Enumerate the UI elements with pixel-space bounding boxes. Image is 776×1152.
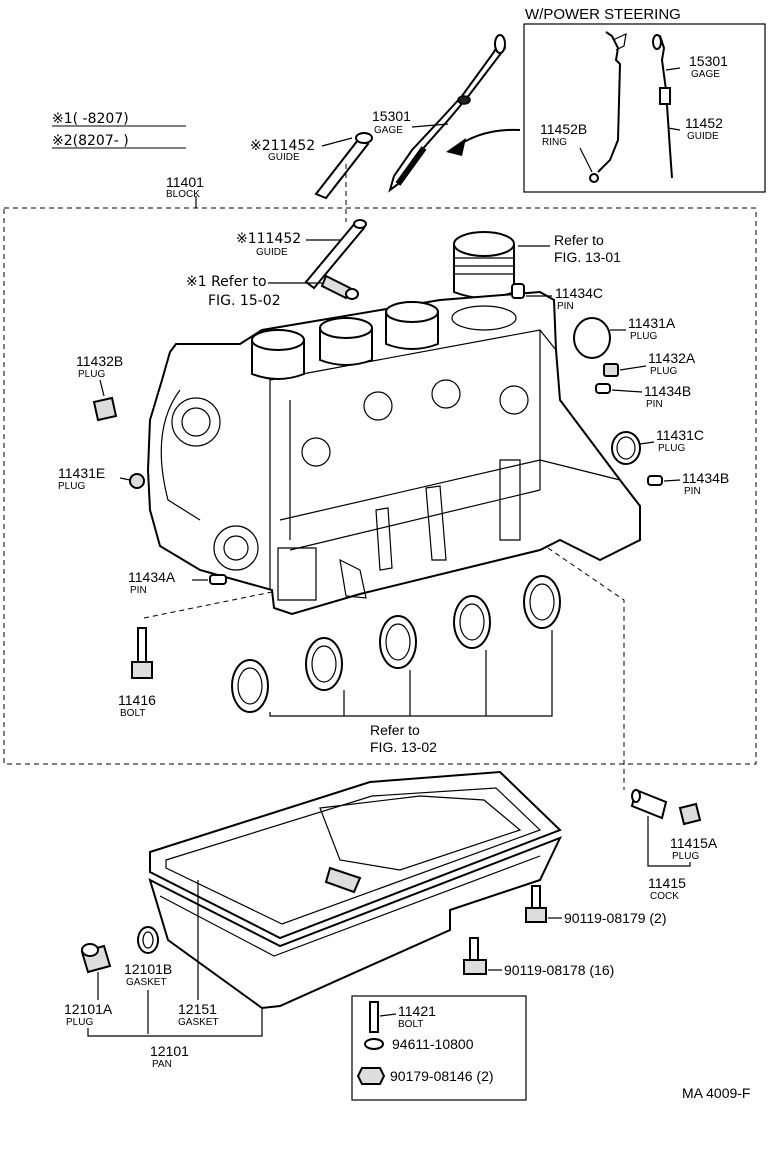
pin-11434b-lower: [647, 475, 663, 486]
plug-11431e: [129, 473, 145, 489]
bolt-11421-name: BOLT: [398, 1019, 423, 1030]
pin-11434a-name: PIN: [130, 585, 147, 596]
plug-12101a-name: PLUG: [66, 1017, 93, 1028]
dipstick-guide-upper: [314, 132, 373, 200]
power-steering-inset: W/POWER STEERING 15301 GAGE 11452 GUIDE …: [523, 6, 766, 193]
plug-11432a-name: PLUG: [650, 366, 677, 377]
fastener-box: [351, 995, 527, 1101]
dipstick-gage: [388, 34, 507, 193]
pan-12101-number: 12101: [150, 1043, 189, 1059]
inset-gage-number: 15301: [689, 53, 728, 69]
pin-11434c: [511, 283, 525, 299]
plug-11415a-name: PLUG: [672, 851, 699, 862]
plug-11431a-name: PLUG: [630, 331, 657, 342]
note-2: ※2(8207- ): [52, 133, 129, 149]
bolt-11416-number: 11416: [118, 692, 156, 708]
ref-13-02-line1: Refer to: [370, 722, 420, 738]
block-assembly-frame: [3, 207, 757, 765]
bolt-11421-number: 11421: [398, 1003, 436, 1019]
gasket-12101b-name: GASKET: [126, 977, 167, 988]
inset-gage-name: GAGE: [691, 69, 720, 80]
bolt-11416-name: BOLT: [120, 708, 145, 719]
inset-gage: [653, 34, 673, 179]
washer-94611: [364, 1038, 384, 1050]
pin-11434b-upper-number: 11434B: [644, 383, 691, 399]
gasket-12151-name: GASKET: [178, 1017, 219, 1028]
pin-11434a-number: 11434A: [128, 569, 176, 585]
plug-11432a: [603, 363, 619, 377]
inset-ring-number: 11452B: [540, 121, 587, 137]
pin-11434c-name: PIN: [557, 301, 574, 312]
gasket-12151-number: 12151: [178, 1001, 217, 1017]
plug-12101a-number: 12101A: [64, 1001, 113, 1017]
pin-11434b-upper-name: PIN: [646, 399, 663, 410]
cock-11415-number: 11415: [648, 875, 686, 891]
block-name: BLOCK: [166, 189, 200, 200]
pin-11434b-lower-name: PIN: [684, 486, 701, 497]
drain-plug-12101a: [80, 943, 112, 974]
plug-11432b: [92, 396, 118, 422]
plug-11431c-name: PLUG: [658, 443, 685, 454]
gasket-12101b: [137, 926, 159, 954]
pin-11434a: [209, 574, 227, 585]
block-number: 11401: [166, 174, 204, 190]
plug-11432b-number: 11432B: [76, 353, 123, 369]
bolt-90119-08178-label: 90119-08178 (16): [504, 962, 614, 978]
inset-title: W/POWER STEERING: [525, 6, 681, 23]
bolt-11416: [131, 627, 153, 679]
plug-11431e-number: 11431E: [58, 465, 105, 481]
nut-90179-label: 90179-08146 (2): [390, 1068, 494, 1084]
bolt-90119-08179-label: 90119-08179 (2): [564, 910, 666, 926]
bolt-90119-08179: [525, 885, 547, 923]
ref-13-01-line2: FIG. 13-01: [554, 249, 621, 265]
nut-90179: [356, 1067, 386, 1085]
guide1-number: ※111452: [236, 231, 301, 247]
plug-11431c-number: 11431C: [656, 427, 704, 443]
ref-15-02-line2: FIG. 15-02: [208, 293, 281, 309]
washer-94611-label: 94611-10800: [392, 1036, 474, 1052]
guide2-name: GUIDE: [268, 152, 300, 163]
piston-reference: [453, 231, 515, 299]
ref-13-02-line2: FIG. 13-02: [370, 739, 437, 755]
ref-13-01-line1: Refer to: [554, 232, 604, 248]
diagram-code: MA 4009-F: [682, 1085, 750, 1101]
oil-pan-gasket-12151: [149, 770, 562, 940]
bolt-11421: [369, 1001, 379, 1033]
pin-11434c-number: 11434C: [555, 285, 603, 301]
inset-ring-name: RING: [542, 137, 567, 148]
plug-11431c: [611, 431, 641, 465]
guide2-number: ※211452: [250, 138, 315, 154]
main-bearings: [231, 575, 561, 713]
plug-11431a: [573, 317, 611, 359]
plug-11415a: [678, 802, 702, 826]
note-1: ※1( -8207): [52, 111, 129, 127]
inset-guide-name: GUIDE: [687, 131, 719, 142]
bolt-90119-08178: [463, 937, 487, 975]
inset-guide-number: 11452: [685, 115, 723, 131]
oil-pressure-switch: [320, 274, 359, 300]
drain-cock-11415: [630, 788, 668, 820]
cock-11415-name: COCK: [650, 891, 679, 902]
ref-15-02-line1: ※1 Refer to: [186, 274, 267, 290]
inset-ring: [589, 173, 599, 183]
plug-11415a-number: 11415A: [670, 835, 718, 851]
dipstick-guide-lower: [304, 219, 367, 290]
plug-11432a-number: 11432A: [648, 350, 696, 366]
pin-11434b-upper: [595, 383, 611, 394]
guide1-name: GUIDE: [256, 247, 288, 258]
plug-11432b-name: PLUG: [78, 369, 105, 380]
gasket-12101b-number: 12101B: [124, 961, 172, 977]
gage-number: 15301: [372, 108, 411, 124]
inset-guide-tube: [597, 31, 622, 173]
pin-11434b-lower-number: 11434B: [682, 470, 729, 486]
plug-11431e-name: PLUG: [58, 481, 85, 492]
inset-frame: [523, 23, 766, 193]
pan-12101-name: PAN: [152, 1059, 172, 1070]
pistons-in-block: [251, 301, 439, 380]
plug-11431a-number: 11431A: [628, 315, 676, 331]
gage-name: GAGE: [374, 125, 403, 136]
